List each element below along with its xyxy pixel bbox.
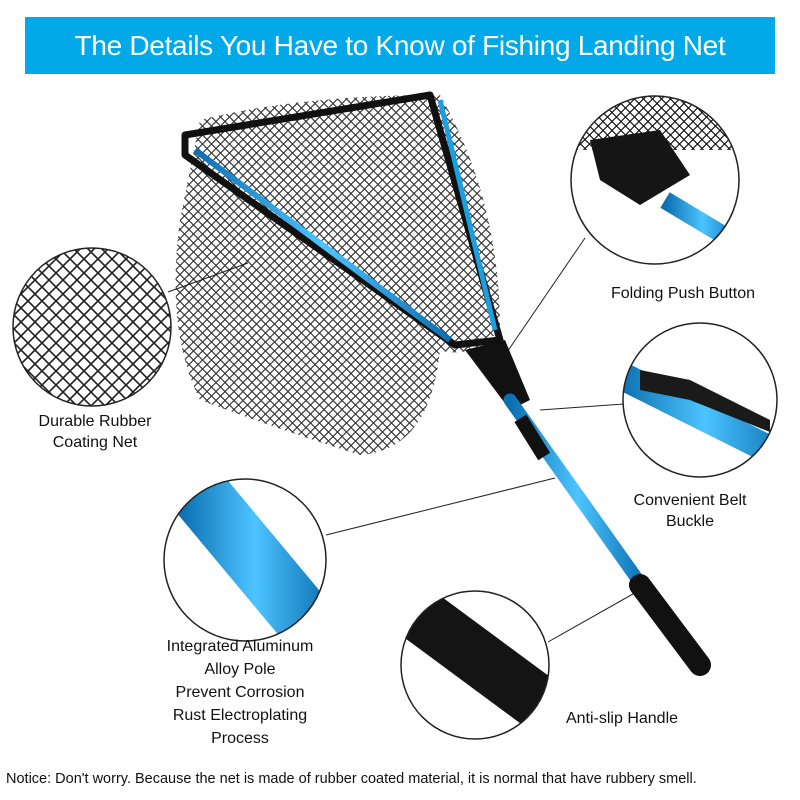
pole-label-line5: Process	[211, 730, 269, 747]
detail-buckle-circle	[622, 322, 778, 478]
net-label: Durable Rubber Coating Net	[39, 411, 152, 453]
handle-label: Anti-slip Handle	[565, 710, 679, 727]
pole-label-line4: Rust Electroplating	[172, 707, 308, 724]
pole-label-line1: Integrated Aluminum	[166, 638, 314, 655]
detail-button-circle	[570, 95, 740, 265]
net-label-line1: Durable Rubber	[38, 413, 152, 430]
buckle-label-line1: Convenient Belt	[633, 492, 747, 509]
title-banner: The Details You Have to Know of Fishing …	[25, 17, 775, 74]
buckle-label-line2: Buckle	[665, 513, 715, 530]
buckle-label: Convenient Belt Buckle	[634, 490, 747, 532]
detail-pole-circle	[163, 478, 327, 642]
notice-text: Notice: Don't worry. Because the net is …	[6, 771, 697, 787]
pole-label-line2: Alloy Pole	[204, 661, 276, 678]
pole-label: Integrated Aluminum Alloy Pole Prevent C…	[167, 635, 314, 750]
landing-net	[175, 91, 504, 455]
pole	[465, 340, 711, 676]
pole-label-line3: Prevent Corrosion	[175, 684, 305, 701]
detail-handle-circle	[400, 590, 550, 740]
detail-net-circle	[12, 247, 172, 407]
net-label-line2: Coating Net	[52, 434, 138, 451]
button-label: Folding Push Button	[610, 285, 756, 302]
